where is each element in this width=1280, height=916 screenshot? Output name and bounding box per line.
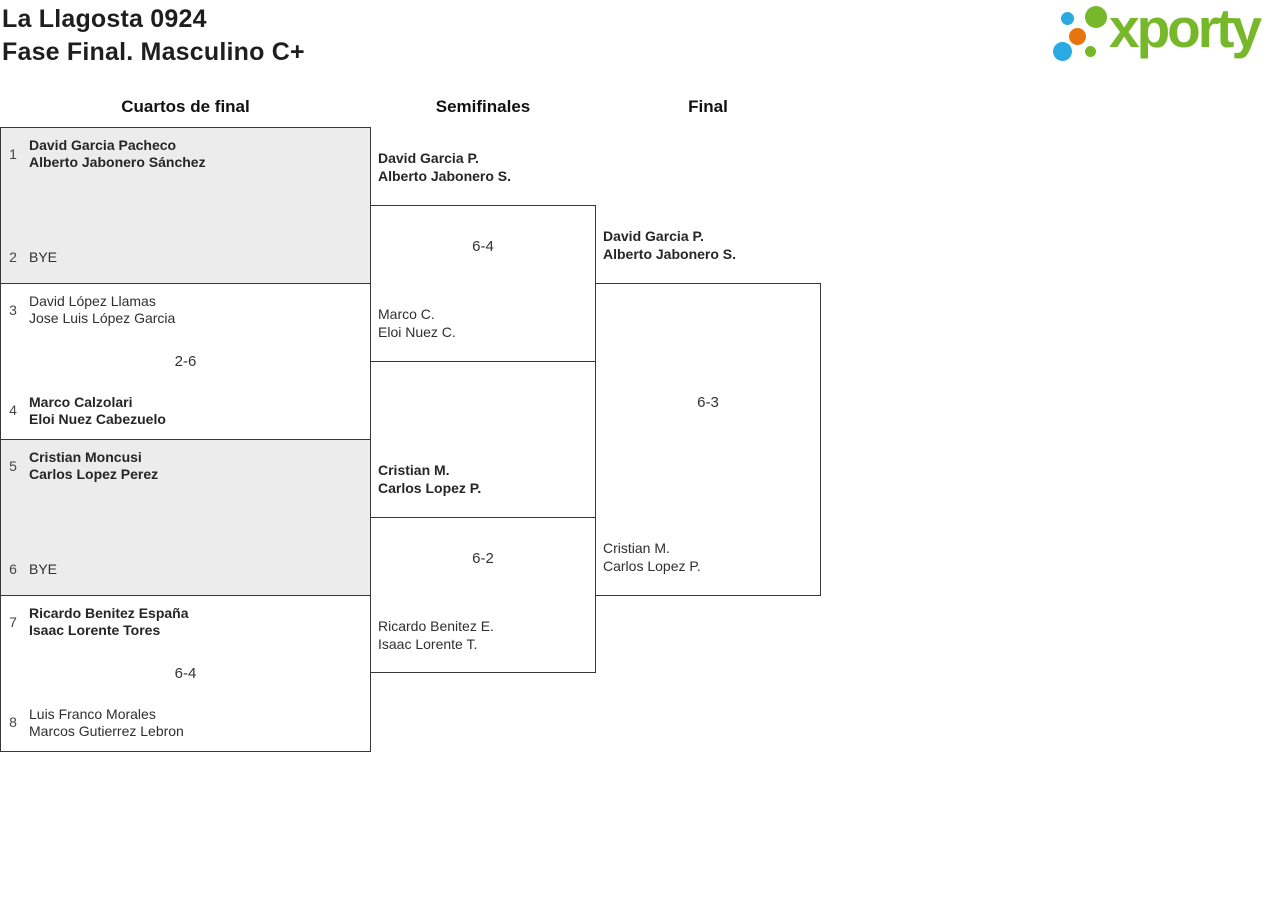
logo-dot-icon (1061, 12, 1074, 25)
round-header-semifinales: Semifinales (435, 97, 531, 116)
match-score: 6-4 (174, 665, 197, 682)
player-name: Luis Franco Morales (29, 706, 156, 722)
seed-number: 2 (9, 249, 17, 265)
team-pair: Cristian M. Carlos Lopez P. (378, 461, 481, 497)
phase-title: Fase Final. Masculino C+ (2, 38, 305, 66)
match-box-sf2: Cristian M. Carlos Lopez P. 6-2 Ricardo … (370, 462, 596, 673)
bye-row: 6 BYE (5, 560, 57, 578)
team-pair: Cristian M. Carlos Lopez P. (603, 539, 701, 575)
logo-wordmark: xporty (1109, 0, 1262, 59)
bye-label: BYE (29, 561, 58, 577)
seed-number: 1 (9, 146, 17, 162)
player-name: Cristian M. (378, 462, 450, 478)
player-name: Isaac Lorente T. (378, 636, 478, 652)
bye-row: 2 BYE (5, 248, 57, 266)
logo-dot-icon (1085, 6, 1107, 28)
seed-number: 6 (9, 561, 17, 577)
match-box-qf1: 1 David Garcia Pacheco Alberto Jabonero … (0, 127, 371, 284)
player-name: Alberto Jabonero S. (378, 168, 512, 184)
seed-number: 4 (9, 402, 17, 418)
round-header-cuartos: Cuartos de final (121, 97, 250, 116)
team-pair: David Garcia P. Alberto Jabonero S. (603, 227, 736, 263)
match-score: 6-3 (697, 394, 719, 411)
logo-dot-icon (1069, 28, 1086, 45)
player-name: Eloi Nuez C. (378, 324, 456, 340)
match-score: 6-4 (472, 238, 494, 255)
player-name: Cristian M. (603, 540, 670, 556)
player-name: Marco C. (378, 306, 435, 322)
team-pair: David López Llamas Jose Luis López Garci… (29, 293, 175, 327)
team-pair: Ricardo Benitez España Isaac Lorente Tor… (29, 605, 189, 639)
player-name: David Garcia P. (603, 228, 704, 244)
team-pair: Luis Franco Morales Marcos Gutierrez Leb… (29, 706, 184, 740)
match-box-final: David Garcia P. Alberto Jabonero S. 6-3 … (595, 228, 821, 596)
player-name: Alberto Jabonero Sánchez (29, 154, 206, 170)
match-score: 2-6 (174, 353, 197, 370)
player-name: David López Llamas (29, 293, 156, 309)
player-name: Isaac Lorente Tores (29, 622, 161, 638)
team-pair: Marco Calzolari Eloi Nuez Cabezuelo (29, 394, 166, 428)
seed-number: 8 (9, 714, 17, 730)
player-name: Carlos Lopez Perez (29, 466, 159, 482)
player-name: Marcos Gutierrez Lebron (29, 723, 184, 739)
player-name: Carlos Lopez P. (378, 480, 482, 496)
logo-dot-icon (1085, 46, 1096, 57)
team-pair: David Garcia Pacheco Alberto Jabonero Sá… (29, 137, 206, 171)
match-box-qf4: 7 Ricardo Benitez España Isaac Lorente T… (0, 595, 371, 752)
tournament-title: La Llagosta 0924 (2, 5, 207, 33)
match-score: 6-2 (472, 550, 494, 567)
player-name: Carlos Lopez P. (603, 558, 701, 574)
team-pair: Cristian Moncusi Carlos Lopez Perez (29, 449, 158, 483)
team-pair: David Garcia P. Alberto Jabonero S. (378, 149, 511, 185)
player-name: Alberto Jabonero S. (603, 246, 737, 262)
match-box-qf2: 3 David López Llamas Jose Luis López Gar… (0, 283, 371, 440)
logo-dot-icon (1053, 42, 1072, 61)
bye-label: BYE (29, 249, 58, 265)
match-box-sf1: David Garcia P. Alberto Jabonero S. 6-4 … (370, 150, 596, 362)
seed-number: 5 (9, 458, 17, 474)
player-name: Jose Luis López Garcia (29, 310, 176, 326)
team-pair: Marco C. Eloi Nuez C. (378, 305, 456, 341)
team-pair: Ricardo Benitez E. Isaac Lorente T. (378, 617, 494, 653)
round-header-final: Final (688, 97, 728, 116)
seed-number: 7 (9, 614, 17, 630)
player-name: Cristian Moncusi (29, 449, 142, 465)
xporty-logo: xporty (1045, 0, 1280, 73)
player-name: Ricardo Benitez España (29, 605, 189, 621)
seed-number: 3 (9, 302, 17, 318)
player-name: Ricardo Benitez E. (378, 618, 494, 634)
player-name: David Garcia Pacheco (29, 137, 177, 153)
player-name: Marco Calzolari (29, 394, 133, 410)
player-name: Eloi Nuez Cabezuelo (29, 411, 166, 427)
player-name: David Garcia P. (378, 150, 479, 166)
